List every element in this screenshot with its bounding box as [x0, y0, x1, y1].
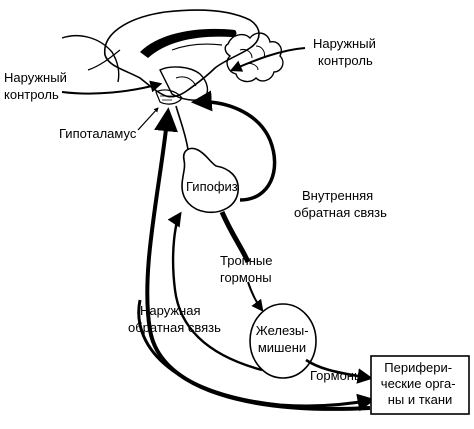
peripheral-organs-label: Перифери- ческие орга- ны и ткани: [381, 360, 459, 407]
pituitary-shape: [175, 105, 239, 214]
hypothalamus-pointer: [137, 107, 159, 131]
hormones-label: Гормоны: [310, 368, 363, 383]
brain-drawing: [61, 9, 284, 105]
hormones-arrow: [305, 358, 374, 384]
target-glands-shape: [249, 303, 317, 379]
internal-feedback-label: Внутренняя обратная связь: [294, 188, 387, 220]
feedback-arrows: [137, 90, 376, 412]
hypothalamus-label: Гипоталамус: [59, 126, 137, 141]
external-control-left-label: Наружный контроль: [4, 70, 70, 102]
pituitary-label: Гипофиз: [186, 179, 238, 194]
peripheral-organs-box: [370, 355, 470, 415]
tropic-hormones-arrow: [219, 211, 264, 312]
external-control-arrows: [61, 47, 306, 95]
external-feedback-label: Наружная обратная связь: [128, 303, 221, 335]
target-glands-label: Железы- мишени: [256, 323, 312, 355]
tropic-hormones-label: Тропные гормоны: [220, 253, 276, 285]
external-control-right-label: Наружный контроль: [313, 36, 379, 68]
